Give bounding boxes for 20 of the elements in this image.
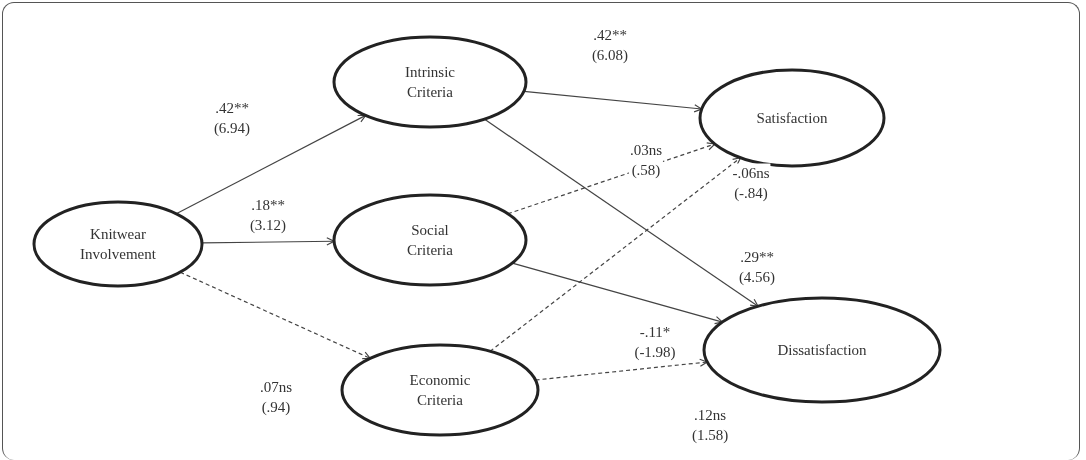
- node-label: Social Criteria: [406, 220, 454, 260]
- construct-ellipse: [702, 296, 942, 404]
- arrow: [175, 114, 367, 215]
- arrow: [483, 118, 759, 307]
- construct-ellipse: [332, 193, 528, 287]
- construct-ellipse: [698, 68, 886, 168]
- construct-ellipse: [332, 35, 528, 129]
- node-label: Dissatisfaction: [776, 340, 868, 360]
- node-label: Satisfaction: [755, 108, 829, 128]
- node-label: Economic Criteria: [408, 370, 472, 410]
- construct-ellipse: [340, 343, 540, 437]
- arrow: [511, 262, 724, 325]
- edge-label: -.06ns (-.84): [731, 163, 771, 203]
- node-label: Intrinsic Criteria: [404, 62, 456, 102]
- arrow: [179, 271, 371, 360]
- arrow: [489, 157, 742, 352]
- arrow: [507, 142, 716, 215]
- arrow: [523, 90, 703, 113]
- node-label: Knitwear Involvement: [79, 224, 157, 264]
- construct-ellipse: [32, 200, 204, 288]
